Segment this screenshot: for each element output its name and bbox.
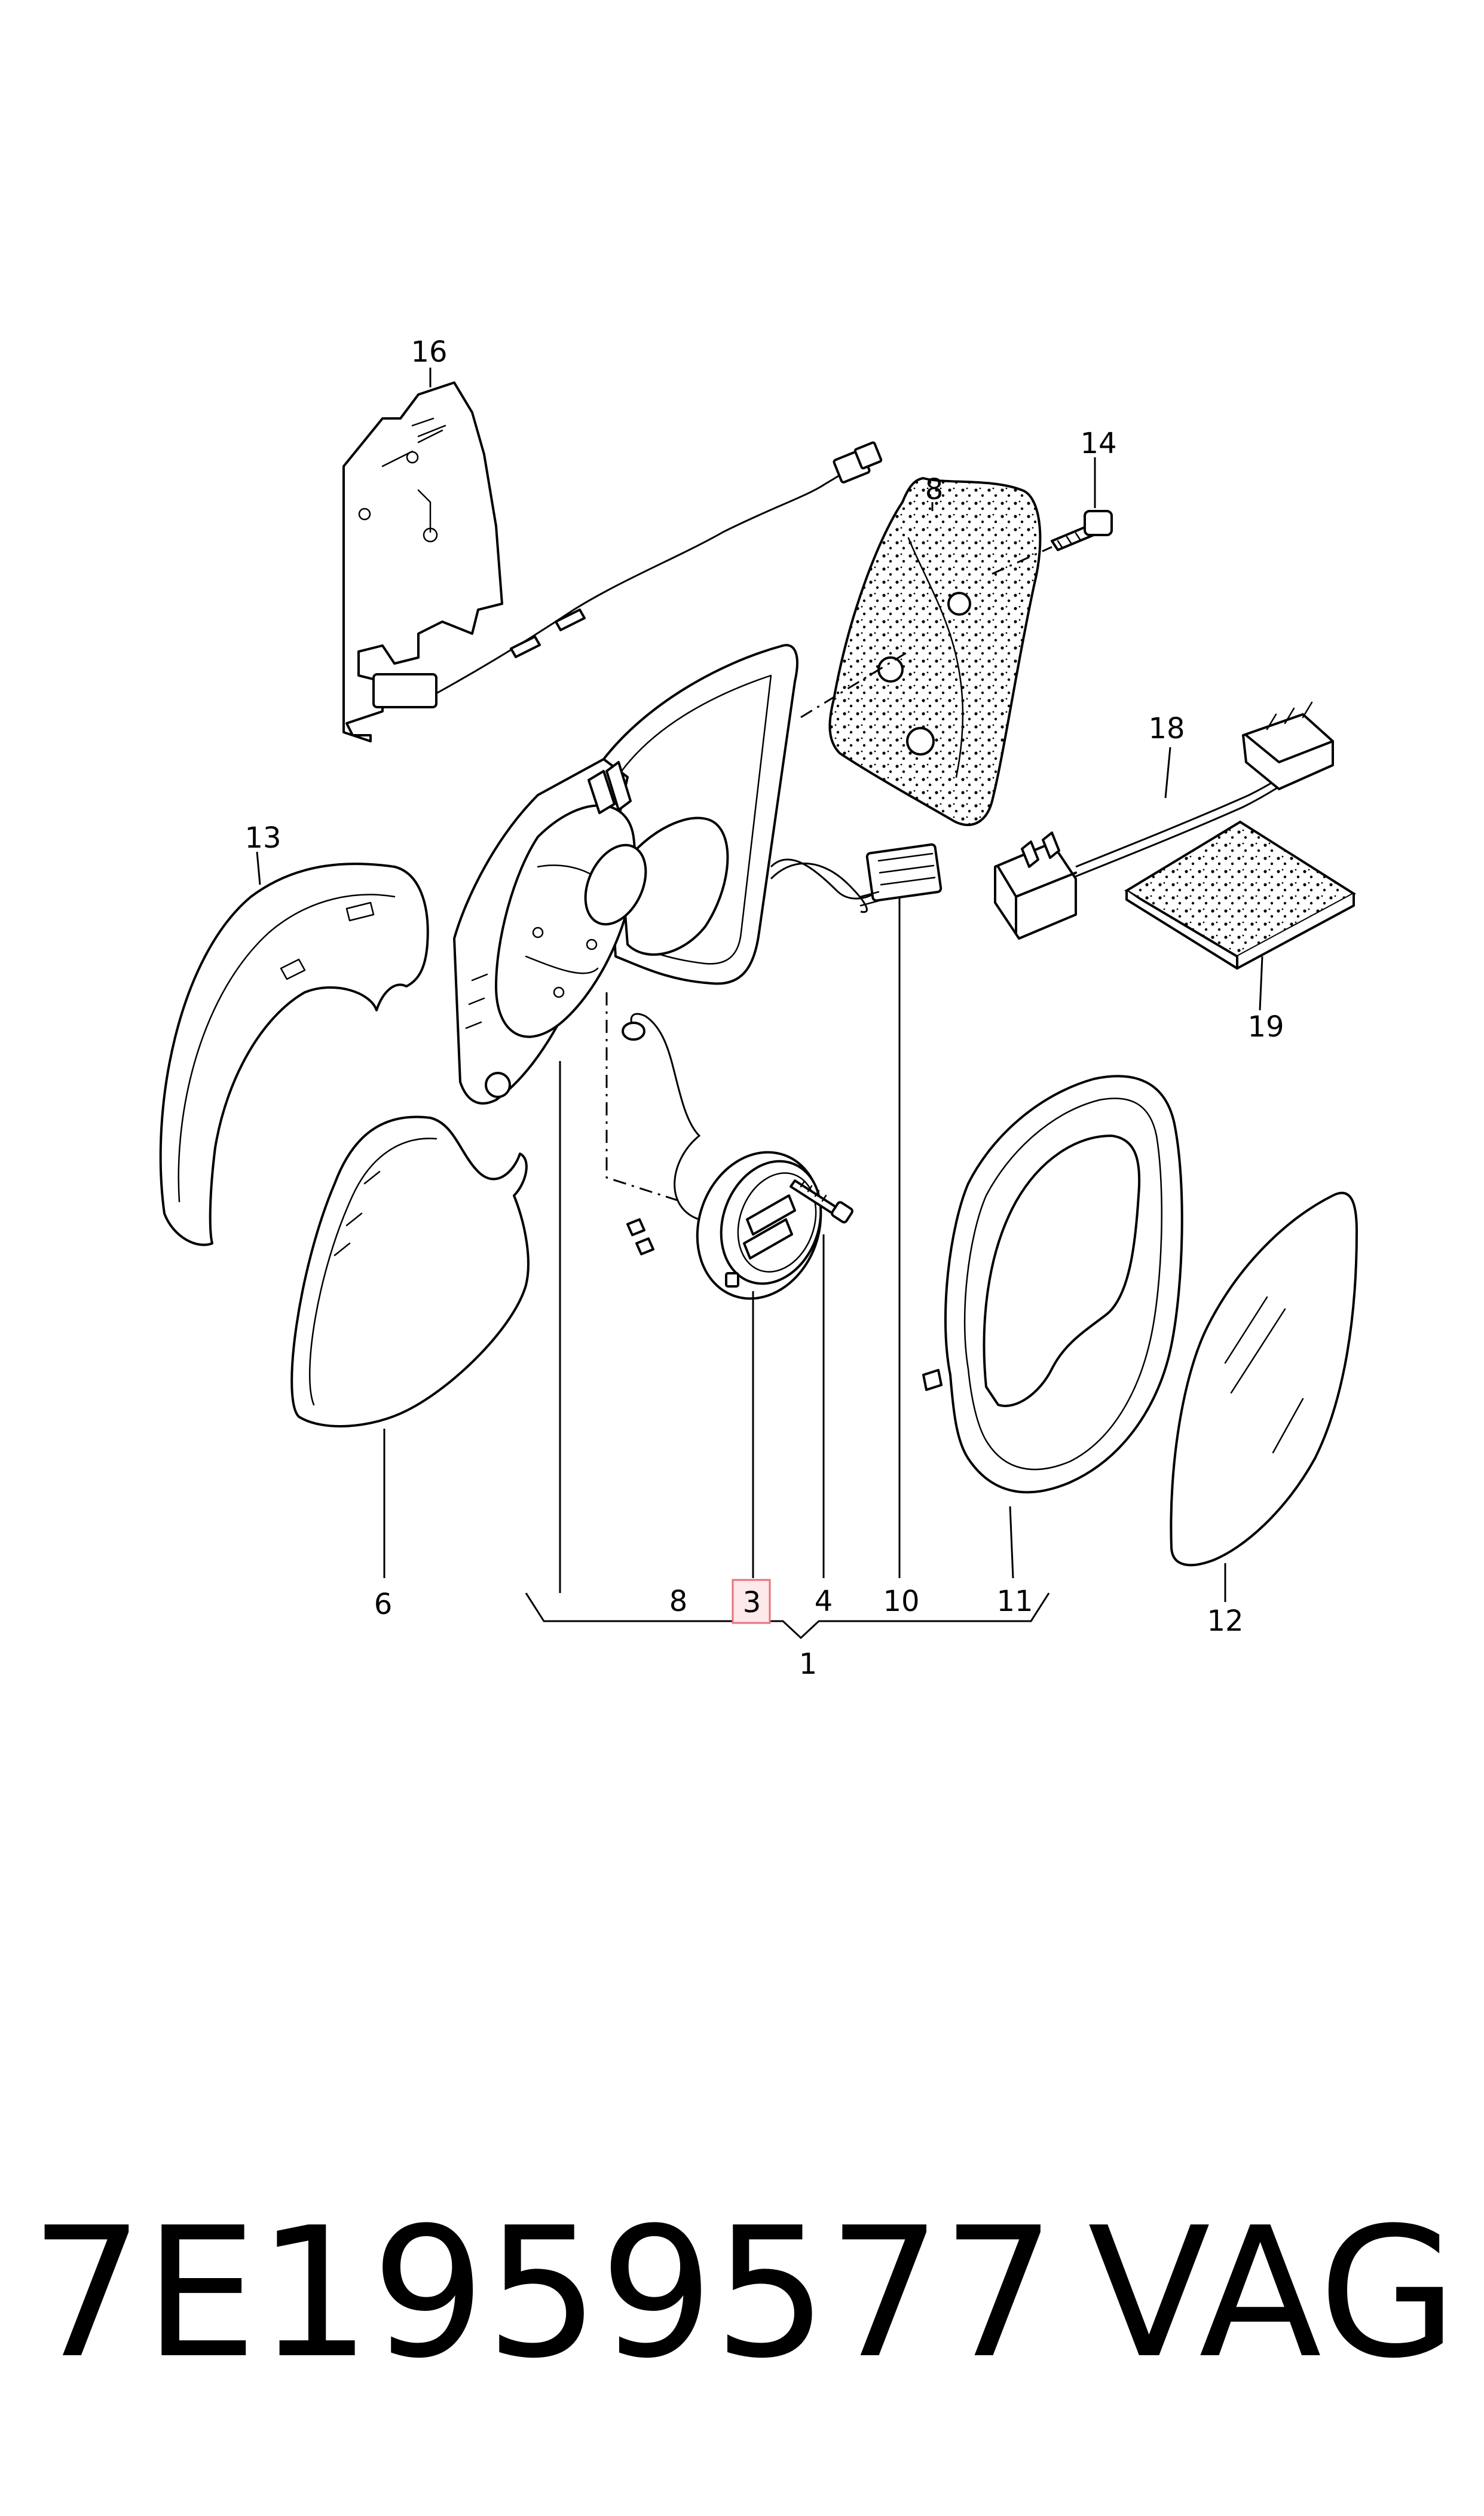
heater-element-part: [342, 381, 883, 742]
callout-6[interactable]: 6: [374, 1588, 393, 1621]
leader-lines: [256, 368, 1263, 1640]
callout-19[interactable]: 19: [1247, 1010, 1284, 1044]
callout-16[interactable]: 16: [411, 335, 447, 369]
assembly-axis-lines: [605, 546, 1052, 1203]
callout-8-top[interactable]: 8: [925, 473, 944, 506]
callout-18[interactable]: 18: [1148, 712, 1185, 745]
highlight-box: [732, 1579, 771, 1624]
adhesive-pad-part: [828, 476, 1042, 826]
part-number-text: 7E1959577: [30, 2189, 1056, 2398]
glass-carrier-part: [922, 1075, 1183, 1494]
callout-11[interactable]: 11: [996, 1585, 1033, 1618]
callout-12[interactable]: 12: [1207, 1604, 1243, 1638]
mirror-glass-part: [1170, 1191, 1358, 1567]
callout-3[interactable]: 3: [743, 1586, 761, 1619]
wiring-connector-part: [770, 843, 943, 907]
callout-4[interactable]: 4: [815, 1585, 833, 1618]
screw-part: [790, 1179, 853, 1224]
mirror-housing-part: [453, 644, 868, 1105]
callout-14[interactable]: 14: [1080, 427, 1116, 460]
mirror-base-cover-part: [290, 1115, 530, 1428]
adjustment-motor-part: [622, 1013, 822, 1300]
wiring-harness-part: [994, 701, 1334, 940]
callout-10[interactable]: 10: [883, 1585, 919, 1618]
callout-13[interactable]: 13: [244, 821, 281, 855]
adhesive-foil-part: [1124, 820, 1356, 970]
callout-1[interactable]: 1: [799, 1647, 818, 1681]
mirror-cap-part: [159, 863, 429, 1246]
callout-8-bottom[interactable]: 8: [669, 1585, 688, 1618]
callout-labels: 16 14 8 18 13 19 6 8 3 4 10 11 12 1: [244, 335, 1284, 1681]
brand-text: VAG: [1088, 2189, 1457, 2398]
bolt-part: [1051, 510, 1113, 551]
